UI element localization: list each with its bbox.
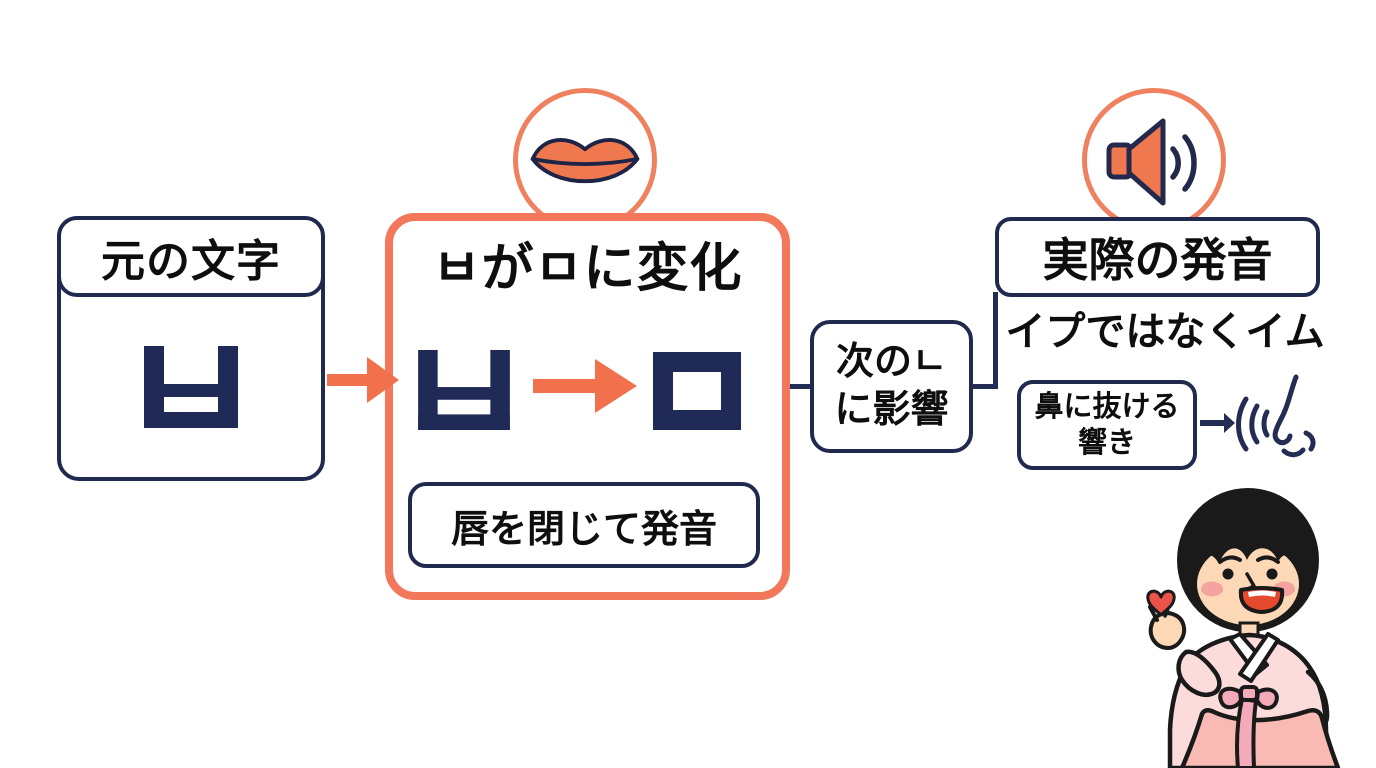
- hangul-mieum-glyph: [653, 352, 741, 430]
- small-arrow-right-icon: [1200, 413, 1235, 433]
- change-box-title: ㅂがㅁに変化: [393, 228, 782, 298]
- nose-with-sound-waves-icon: [1236, 374, 1316, 458]
- original-letter-header: 元の文字: [57, 216, 325, 297]
- reading-text: イプではなくイム: [995, 302, 1335, 354]
- actual-pronunciation-label: 実際の発音: [1042, 234, 1273, 286]
- lips-closed-note-label: 唇を閉じて発音: [450, 508, 717, 551]
- lips-badge-circle: [513, 88, 657, 232]
- actual-pronunciation-box: 実際の発音: [995, 217, 1320, 297]
- speaker-icon: [1106, 118, 1197, 206]
- nasal-line1: 鼻に抜ける: [1034, 390, 1180, 423]
- original-letter-header-label: 元の文字: [101, 236, 281, 286]
- connector-vertical-line: [993, 292, 998, 389]
- hangul-bieup-glyph: [144, 346, 238, 428]
- hangul-bieup-glyph: [418, 350, 510, 430]
- arrow-right-icon: [533, 359, 637, 413]
- reading-text-label: イプではなくイム: [1005, 310, 1325, 354]
- hanbok-girl-finger-heart: [1146, 488, 1341, 768]
- influence-box: 次のㄴ に影響: [810, 320, 973, 453]
- lips-icon: [530, 138, 640, 184]
- speaker-badge-circle: [1082, 88, 1226, 232]
- change-box-title-label: ㅂがㅁに変化: [432, 239, 743, 298]
- influence-line2: に影響: [834, 388, 949, 431]
- influence-line1: 次のㄴ: [836, 341, 947, 383]
- nasal-sound-box: 鼻に抜ける 響き: [1017, 380, 1197, 470]
- nasal-line2: 響き: [1077, 427, 1136, 459]
- arrow-right-icon: [327, 357, 399, 403]
- lips-closed-note-box: 唇を閉じて発音: [408, 482, 760, 568]
